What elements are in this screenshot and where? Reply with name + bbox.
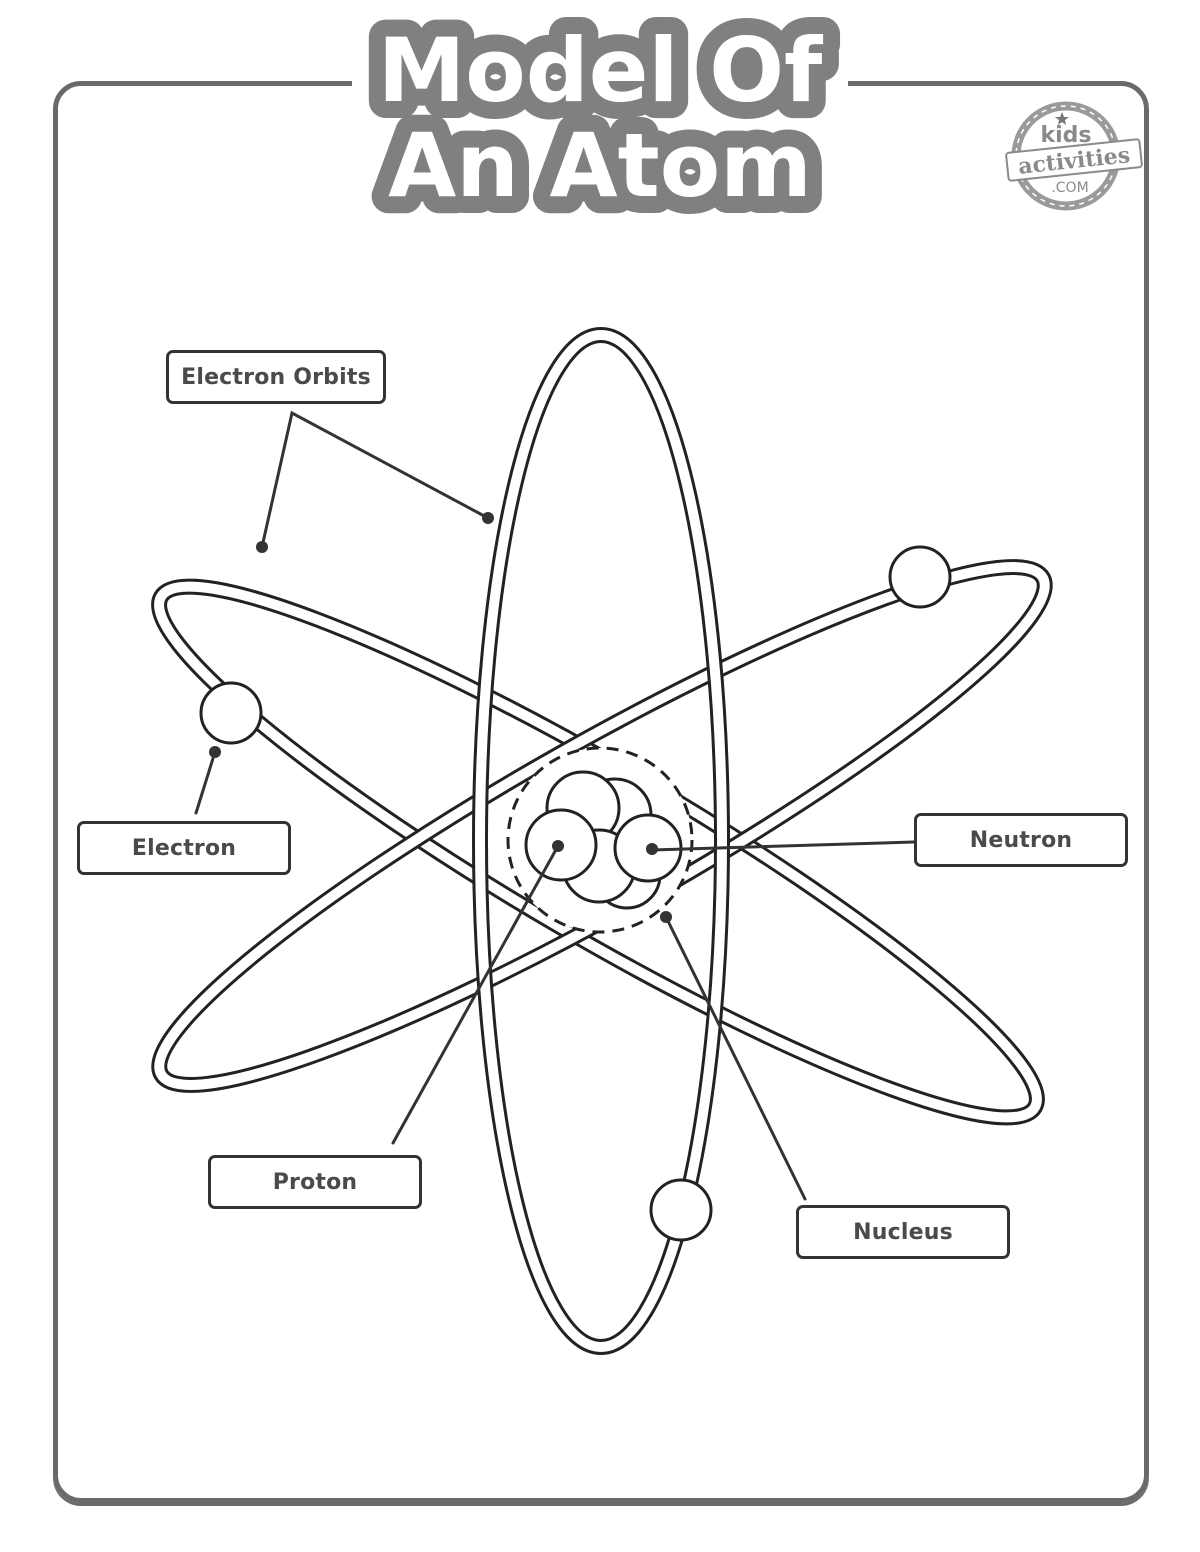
logo-com-text: .COM [1051, 180, 1088, 196]
pointer-dot [209, 746, 221, 758]
pointer-dot [646, 843, 658, 855]
title-line2: An Atom [388, 114, 812, 216]
label-nucleus: Nucleus [796, 1205, 1010, 1259]
pointer-dot [552, 840, 564, 852]
title-block: Model Of An Atom Model Of An Atom [352, 6, 848, 216]
label-electron: Electron [77, 821, 291, 875]
pointer-dot [482, 512, 494, 524]
electron-leader [194, 750, 217, 815]
orbit-c [472, 327, 730, 1355]
pointer-dot [660, 911, 672, 923]
electron-top-right [888, 545, 952, 609]
star-icon [1055, 112, 1069, 125]
nucleus-leader [664, 915, 807, 1201]
pointer-dot [256, 541, 268, 553]
label-proton: Proton [208, 1155, 422, 1209]
proton-leader [391, 844, 560, 1145]
title-line1-outline: Model Of [378, 19, 824, 122]
title-line1: Model Of [378, 19, 824, 122]
logo-kids-text: kids [1040, 123, 1091, 148]
label-neutron: Neutron [914, 813, 1128, 867]
electron-orbits-leader [260, 410, 490, 549]
kids-activities-logo: kids activities .COM [1005, 101, 1143, 211]
title-graphic: Model Of An Atom Model Of An Atom [361, 6, 841, 216]
neutron-leader [650, 840, 916, 852]
electron-bottom [649, 1178, 713, 1242]
electron-left [199, 681, 263, 745]
label-electron-orbits: Electron Orbits [166, 350, 386, 404]
title-line2-outline: An Atom [388, 114, 812, 216]
